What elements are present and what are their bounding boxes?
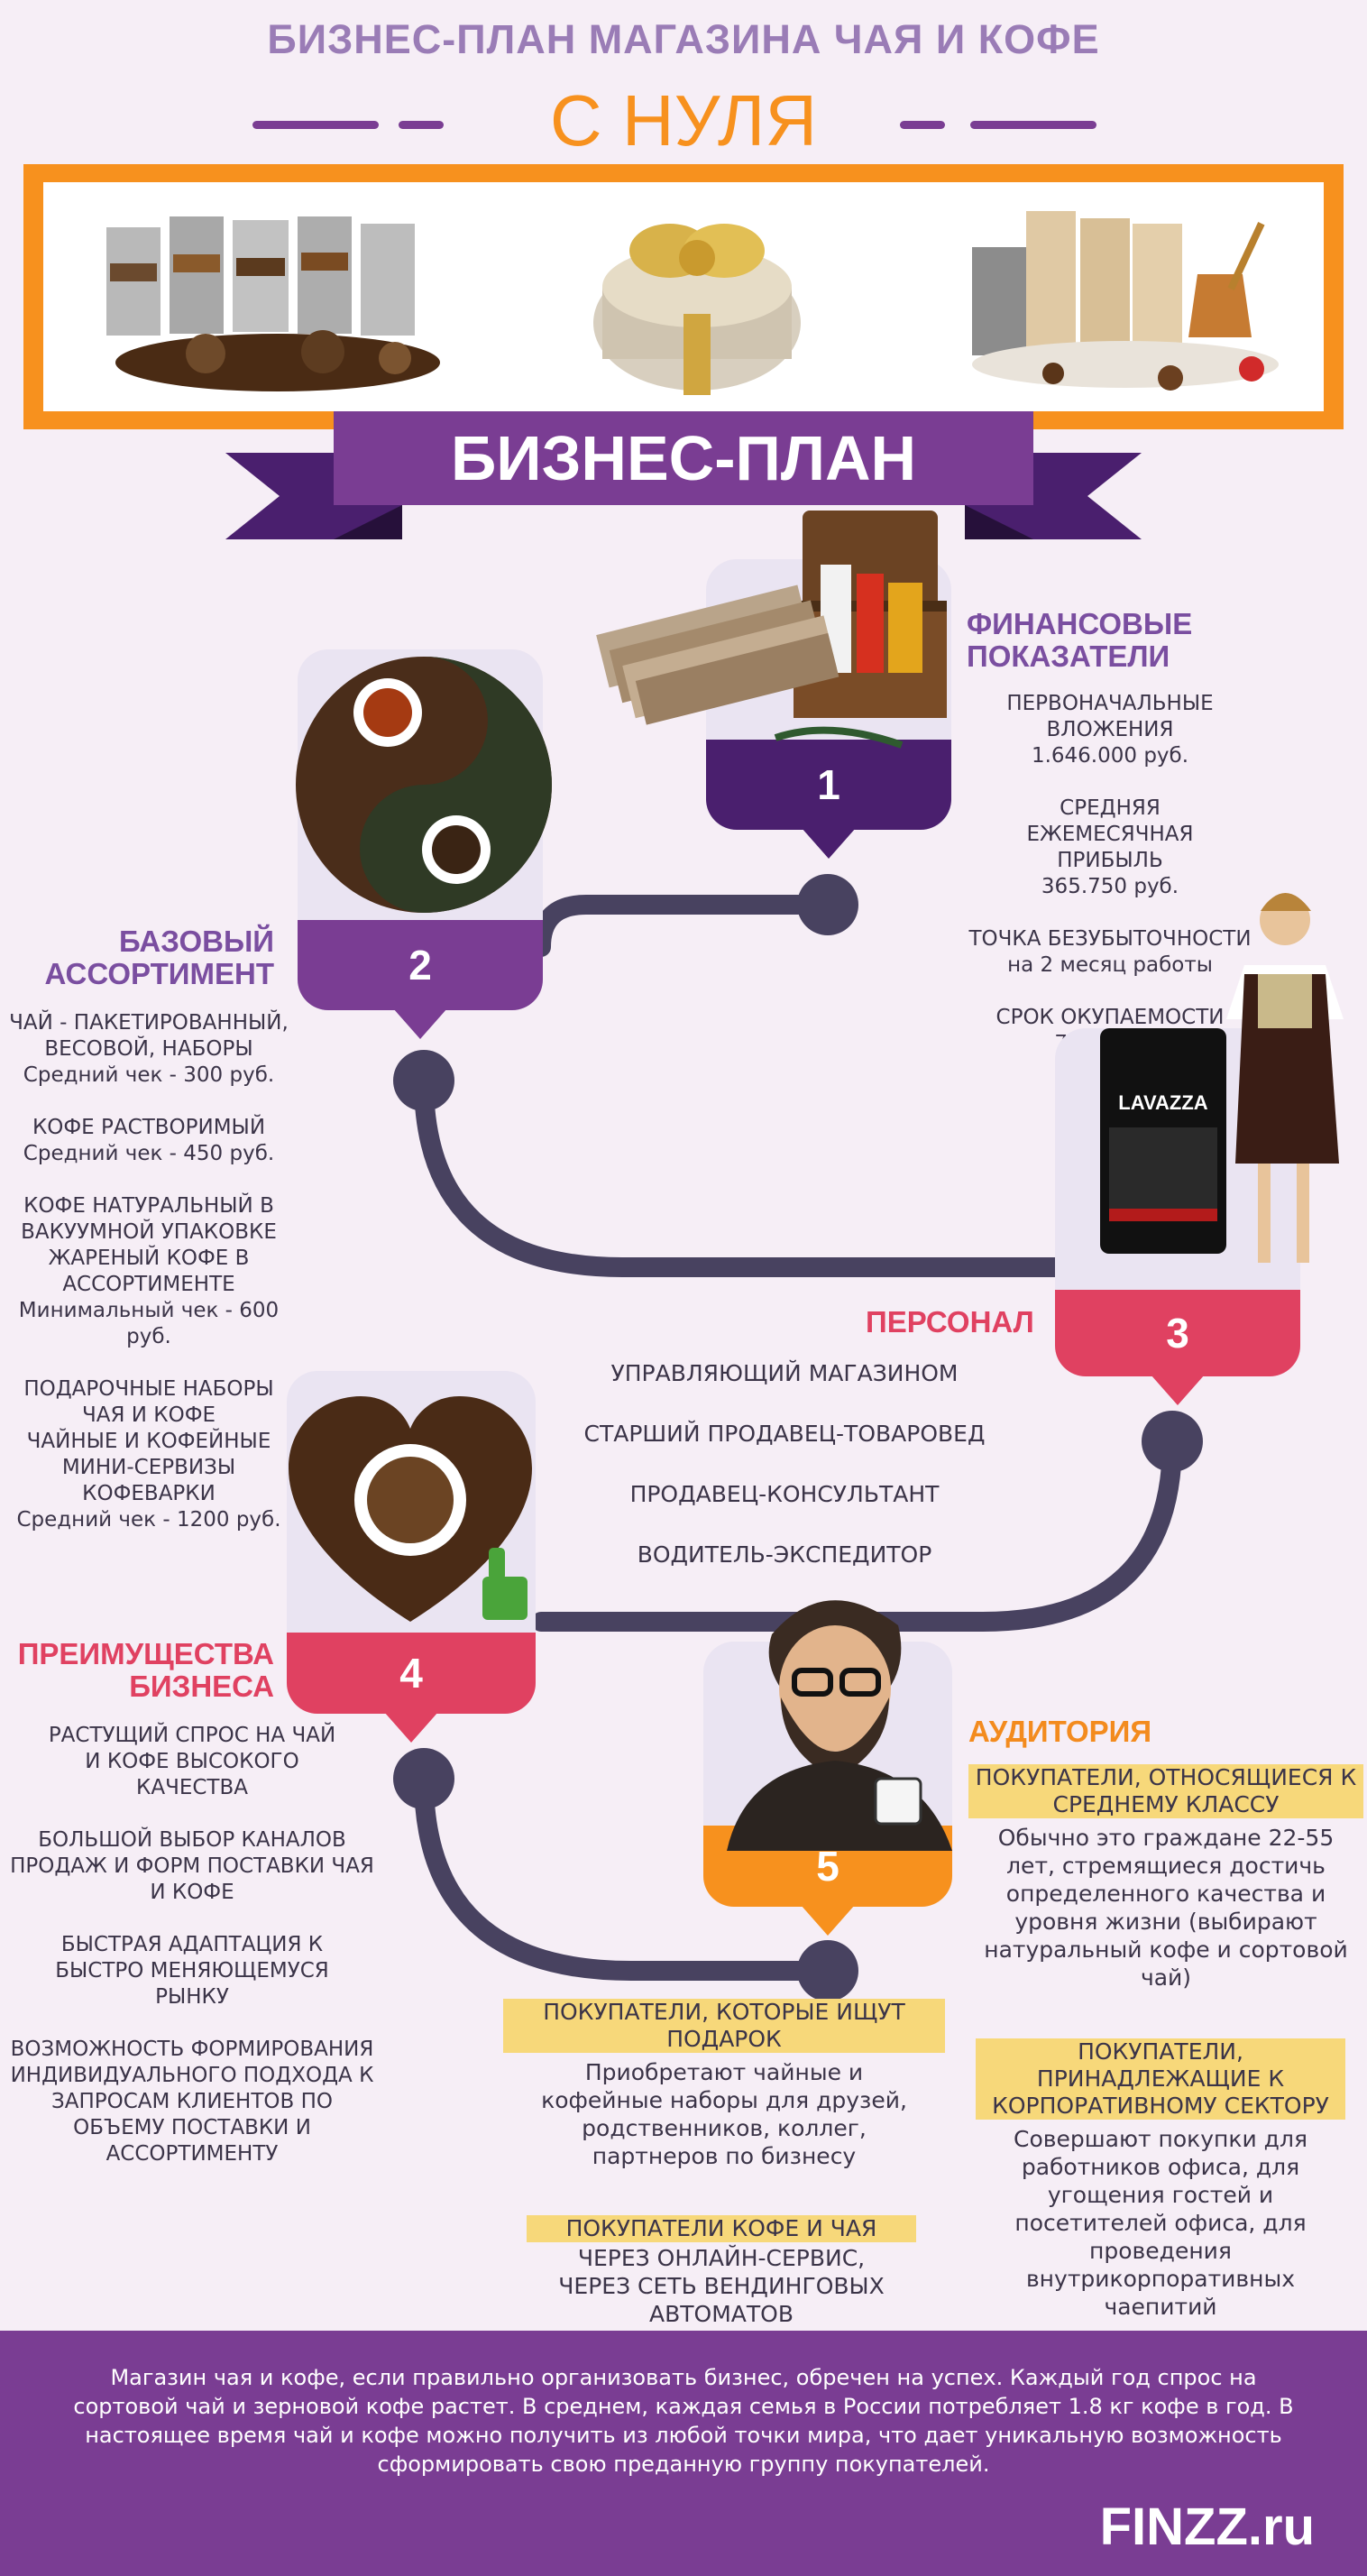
assortment-item: ЧАЙ - ПАКЕТИРОВАННЫЙ, ВЕСОВОЙ, НАБОРЫ: [9, 1011, 289, 1061]
step-number-1: 1: [706, 740, 951, 830]
page-subtitle: С НУЛЯ: [549, 80, 818, 161]
footer-text: Магазин чая и кофе, если правильно орган…: [73, 2365, 1294, 2477]
audience-text: Совершают покупки для работников офиса, …: [1014, 2126, 1307, 2320]
assortment-item: КОФЕВАРКИ: [82, 1482, 216, 1505]
barista-woman-coffee-pack-icon: LAVAZZA: [1100, 893, 1344, 1263]
finance-label: ТОЧКА БЕЗУБЫТОЧНОСТИ: [968, 927, 1252, 951]
audience-online: ПОКУПАТЕЛИ КОФЕ И ЧАЯ ЧЕРЕЗ ОНЛАЙН-СЕРВИ…: [527, 2215, 916, 2328]
audience-text: ЧЕРЕЗ ОНЛАЙН-СЕРВИС, ЧЕРЕЗ СЕТЬ ВЕНДИНГО…: [558, 2245, 885, 2327]
finance-value: на 2 месяц работы: [1007, 953, 1213, 977]
gift-box-icon: [593, 224, 801, 395]
decor-line: [252, 121, 379, 129]
tea-set-turkish-coffee-icon: [972, 211, 1279, 391]
assortment-block: ЧАЙ - ПАКЕТИРОВАННЫЙ, ВЕСОВОЙ, НАБОРЫ Ср…: [5, 1010, 292, 1533]
finance-label: СРЕДНЯЯ ЕЖЕМЕСЯЧНАЯ ПРИБЫЛЬ: [1026, 796, 1194, 872]
assortment-check: Средний чек - 1200 руб.: [16, 1508, 281, 1532]
yin-yang-tea-coffee-icon: [296, 657, 552, 913]
banner-ribbon: [225, 411, 1142, 539]
step-pointer: [393, 1008, 447, 1039]
step-title-1: ФИНАНСОВЫЕ ПОКАЗАТЕЛИ: [967, 607, 1193, 673]
assortment-check: Средний чек - 300 руб.: [23, 1063, 275, 1087]
advantage-item: РАСТУЩИЙ СПРОС НА ЧАЙ И КОФЕ ВЫСОКОГО КА…: [48, 1724, 336, 1799]
assortment-item: КОФЕ РАСТВОРИМЫЙ: [32, 1116, 266, 1139]
audience-text: Приобретают чайные и кофейные наборы для…: [541, 2059, 907, 2169]
step-title-5: АУДИТОРИЯ: [968, 1715, 1152, 1748]
brand-logo: FINZZ.ru: [1099, 2498, 1315, 2556]
footer: Магазин чая и кофе, если правильно орган…: [0, 2331, 1367, 2576]
step-number-3: 3: [1055, 1290, 1300, 1376]
advantage-item: БЫСТРАЯ АДАПТАЦИЯ К БЫСТРО МЕНЯЮЩЕМУСЯ Р…: [55, 1933, 329, 2009]
advantage-item: БОЛЬШОЙ ВЫБОР КАНАЛОВ ПРОДАЖ И ФОРМ ПОСТ…: [10, 1828, 374, 1904]
step-number-2: 2: [298, 920, 543, 1010]
assortment-item: КОФЕ НАТУРАЛЬНЫЙ В ВАКУУМНОЙ УПАКОВКЕ: [21, 1194, 277, 1244]
finance-label: СРОК ОКУПАЕМОСТИ: [995, 1006, 1225, 1029]
page-title: БИЗНЕС-ПЛАН МАГАЗИНА ЧАЯ И КОФЕ: [267, 16, 1100, 62]
step-title-2: БАЗОВЫЙ АССОРТИМЕНТ: [44, 925, 274, 990]
audience-title: ПОКУПАТЕЛИ, ОТНОСЯЩИЕСЯ К СРЕДНЕМУ КЛАСС…: [968, 1764, 1363, 1818]
assortment-item: ЧАЙНЫЕ И КОФЕЙНЫЕ МИНИ-СЕРВИЗЫ: [26, 1430, 271, 1479]
finance-value: 365.750 руб.: [1041, 875, 1179, 898]
assortment-check: Средний чек - 450 руб.: [23, 1142, 275, 1165]
step-pointer: [802, 828, 856, 859]
advantage-item: ВОЗМОЖНОСТЬ ФОРМИРОВАНИЯ ИНДИВИДУАЛЬНОГО…: [10, 2038, 374, 2166]
advantages-block: РАСТУЩИЙ СПРОС НА ЧАЙ И КОФЕ ВЫСОКОГО КА…: [7, 1723, 377, 2167]
assortment-item: ЖАРЕНЫЙ КОФЕ В АССОРТИМЕНТЕ: [48, 1247, 250, 1296]
step-pointer: [1151, 1375, 1205, 1405]
staff-item: ПРОДАВЕЦ-КОНСУЛЬТАНТ: [629, 1481, 940, 1507]
audience-corporate: ПОКУПАТЕЛИ, ПРИНАДЛЕЖАЩИЕ К КОРПОРАТИВНО…: [976, 2038, 1345, 2321]
bearded-man-with-cup-icon: [727, 1600, 952, 1851]
decor-line: [900, 121, 945, 129]
staff-item: УПРАВЛЯЮЩИЙ МАГАЗИНОМ: [610, 1360, 959, 1386]
step-number-4: 4: [287, 1633, 536, 1714]
header-photo-panel: [43, 182, 1324, 411]
step-title-4: ПРЕИМУЩЕСТВА БИЗНЕСА: [17, 1637, 274, 1703]
step-pointer: [801, 1905, 855, 1936]
road-path: [393, 874, 1203, 2001]
coffee-heart-thumbs-up-icon: [289, 1396, 532, 1622]
staff-list: УПРАВЛЯЮЩИЙ МАГАЗИНОМ СТАРШИЙ ПРОДАВЕЦ-Т…: [541, 1358, 1028, 1570]
step-title-3: ПЕРСОНАЛ: [866, 1305, 1034, 1339]
staff-item: СТАРШИЙ ПРОДАВЕЦ-ТОВАРОВЕД: [583, 1421, 986, 1447]
coffee-tea-packs-icon: [106, 216, 440, 391]
banner-title: БИЗНЕС-ПЛАН: [450, 423, 917, 493]
treasure-chest-money-icon: [596, 511, 947, 749]
audience-gift: ПОКУПАТЕЛИ, КОТОРЫЕ ИЩУТ ПОДАРОК Приобре…: [503, 1999, 945, 2170]
decor-line: [399, 121, 444, 129]
decor-line: [970, 121, 1096, 129]
finance-block: ПЕРВОНАЧАЛЬНЫЕ ВЛОЖЕНИЯ 1.646.000 руб. С…: [961, 691, 1259, 1057]
finance-label: ПЕРВОНАЧАЛЬНЫЕ ВЛОЖЕНИЯ: [1006, 692, 1214, 741]
assortment-check: Минимальный чек - 600 руб.: [18, 1299, 280, 1348]
assortment-item: ПОДАРОЧНЫЕ НАБОРЫ ЧАЯ И КОФЕ: [23, 1377, 274, 1427]
audience-text: Обычно это граждане 22-55 лет, стремящие…: [984, 1825, 1348, 1991]
audience-title: ПОКУПАТЕЛИ, КОТОРЫЕ ИЩУТ ПОДАРОК: [503, 1999, 945, 2053]
audience-middle-class: ПОКУПАТЕЛИ, ОТНОСЯЩИЕСЯ К СРЕДНЕМУ КЛАСС…: [968, 1764, 1363, 1992]
step-pointer: [384, 1712, 438, 1743]
audience-title: ПОКУПАТЕЛИ, ПРИНАДЛЕЖАЩИЕ К КОРПОРАТИВНО…: [976, 2038, 1345, 2120]
staff-item: ВОДИТЕЛЬ-ЭКСПЕДИТОР: [637, 1541, 932, 1568]
finance-value: 1.646.000 руб.: [1031, 744, 1189, 768]
header-photo-frame: [23, 164, 1344, 429]
audience-title: ПОКУПАТЕЛИ КОФЕ И ЧАЯ: [527, 2215, 916, 2242]
svg-text:LAVAZZA: LAVAZZA: [1118, 1091, 1207, 1114]
